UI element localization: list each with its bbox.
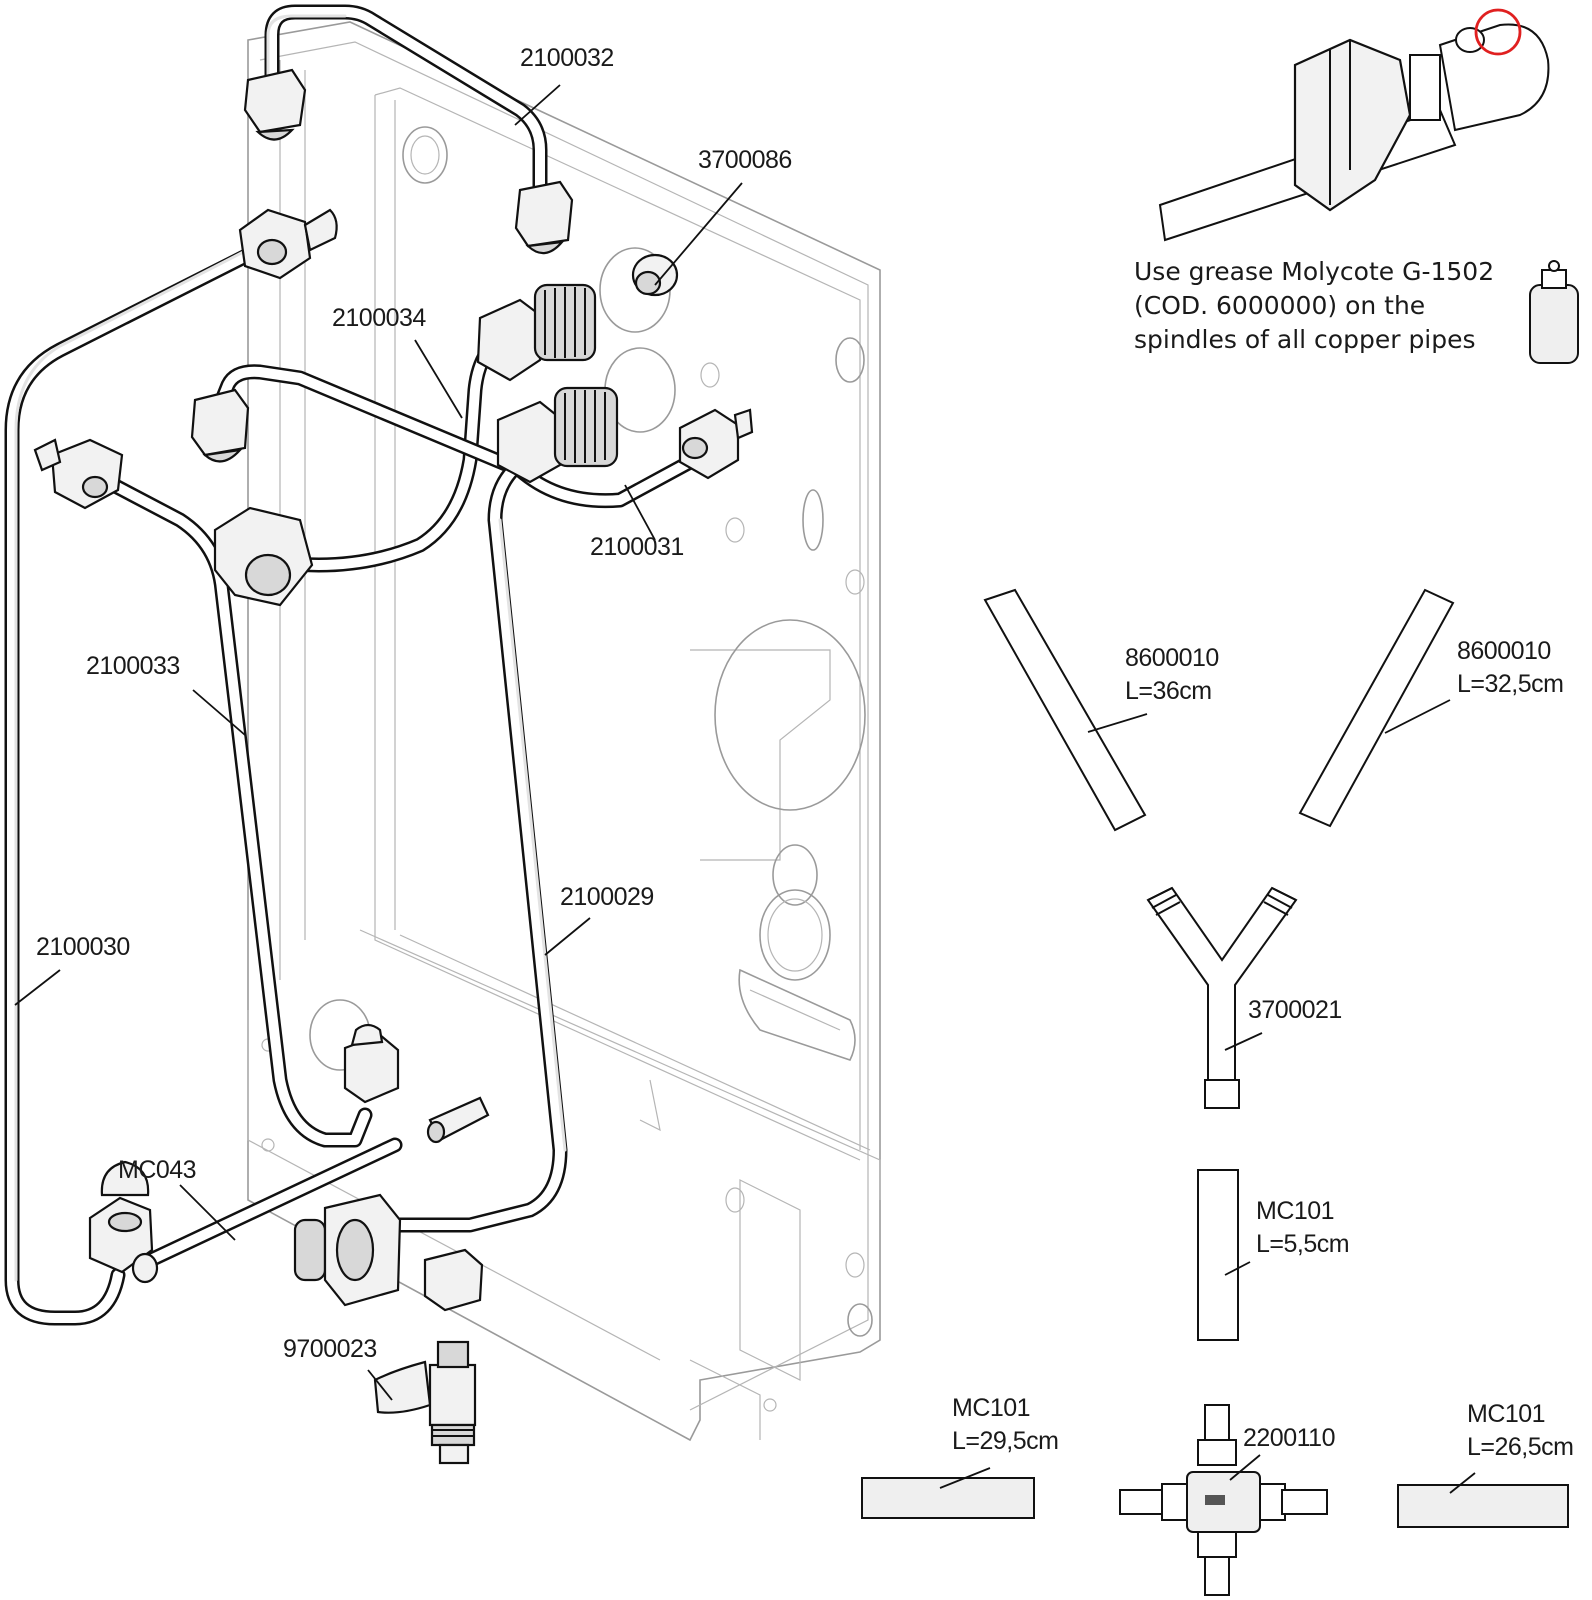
pipe-MC043	[132, 1137, 403, 1273]
label-2100033: 2100033	[86, 652, 180, 680]
label-2100031: 2100031	[590, 533, 684, 561]
part-8600010-b	[1298, 588, 1455, 828]
leader-lines	[14, 84, 1476, 1494]
pipe-2100029	[387, 452, 568, 1233]
part-labels: 2100032 3700086 2100034 2100031 2100033 …	[36, 44, 1574, 1461]
part-MC101-a	[1197, 1169, 1239, 1341]
label-3700086: 3700086	[698, 146, 792, 174]
grease-tube-icon	[1529, 260, 1579, 364]
part-2200110	[1119, 1404, 1328, 1596]
part-8600010-a	[983, 588, 1147, 832]
pipe-2100031	[214, 364, 698, 509]
pipe-2100033	[77, 462, 373, 1148]
grease-note-line-3: spindles of all copper pipes	[1134, 325, 1476, 354]
label-MC101-c: MC101	[1467, 1400, 1545, 1428]
label-MC101-a: MC101	[1256, 1197, 1334, 1225]
label-MC043: MC043	[118, 1156, 196, 1184]
label-8600010-b-length: L=32,5cm	[1457, 670, 1564, 698]
label-2100032: 2100032	[520, 44, 614, 72]
label-8600010-b: 8600010	[1457, 637, 1551, 665]
grease-note-line-2: (COD. 6000000) on the	[1134, 291, 1425, 320]
label-MC101-b: MC101	[952, 1394, 1030, 1422]
fittings	[33, 68, 754, 1465]
label-MC101-b-length: L=29,5cm	[952, 1427, 1059, 1455]
grease-note-line-1: Use grease Molycote G-1502	[1134, 257, 1494, 286]
highlight-circle	[1474, 8, 1522, 56]
label-9700023: 9700023	[283, 1335, 377, 1363]
backplate-frame	[247, 21, 881, 1442]
label-2100030: 2100030	[36, 933, 130, 961]
label-MC101-c-length: L=26,5cm	[1467, 1433, 1574, 1461]
fitting-detail-icon	[1158, 8, 1550, 242]
grease-note: Use grease Molycote G-1502 (COD. 6000000…	[1134, 257, 1494, 354]
label-2100029: 2100029	[560, 883, 654, 911]
part-3700021	[1146, 886, 1298, 1109]
label-8600010-a-length: L=36cm	[1125, 677, 1212, 705]
label-MC101-a-length: L=5,5cm	[1256, 1230, 1349, 1258]
pipe-2100032	[264, 4, 548, 203]
label-3700021: 3700021	[1248, 996, 1342, 1024]
label-2100034: 2100034	[332, 304, 426, 332]
label-2200110: 2200110	[1243, 1424, 1335, 1452]
part-MC101-c	[1397, 1484, 1569, 1528]
label-8600010-a: 8600010	[1125, 644, 1219, 672]
pipe-2100030	[4, 242, 266, 1326]
